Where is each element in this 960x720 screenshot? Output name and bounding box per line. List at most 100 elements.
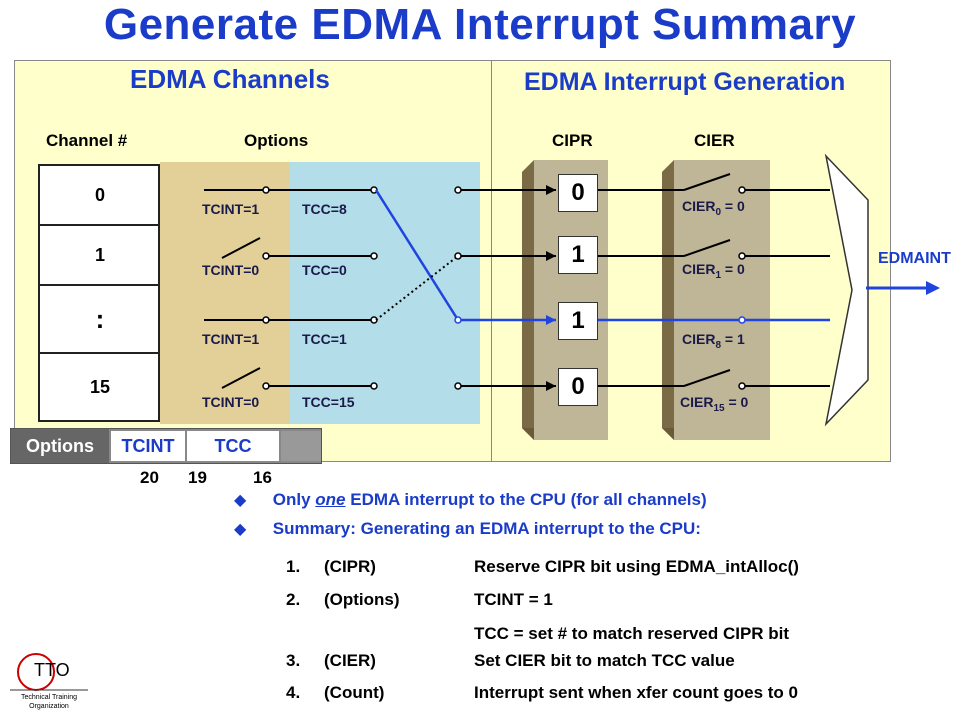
cipr-input-contact: [454, 252, 462, 260]
logo-line-1: Technical Training: [20, 694, 78, 701]
cipr-bit: 1: [558, 236, 598, 274]
cier-subscript: 1: [715, 269, 722, 281]
arrow-head: [546, 251, 556, 261]
tto-logo-graphic: [10, 653, 88, 691]
tcc-contact: [370, 252, 378, 260]
cier-switch-open: [683, 239, 731, 257]
step-tag: (CIPR): [324, 557, 376, 576]
switch-contact: [738, 252, 746, 260]
channel-cell: 15: [89, 377, 111, 397]
step-desc: Set CIER bit to match TCC value: [474, 651, 735, 670]
interrupt-generation-header: EDMA Interrupt Generation: [524, 68, 846, 96]
tcint-field: TCINT: [111, 431, 185, 461]
channel-number-label: Channel #: [46, 131, 128, 150]
arrow-head: [546, 315, 556, 325]
bullet-text: Only one EDMA interrupt to the CPU (for …: [273, 490, 707, 509]
bullet-1: ◆ Only one EDMA interrupt to the CPU (fo…: [234, 490, 707, 510]
step-desc: Reserve CIPR bit using EDMA_intAlloc(): [474, 557, 799, 576]
step-desc: TCC = set # to match reserved CIPR bit: [474, 624, 790, 643]
arrow-head: [546, 185, 556, 195]
bullet-2: ◆ Summary: Generating an EDMA interrupt …: [234, 519, 701, 539]
cier-switch-open: [683, 173, 731, 191]
arrow-head: [546, 381, 556, 391]
cier-subscript: 15: [713, 402, 725, 414]
bit-number: 19: [188, 468, 207, 487]
cier-label-0: CIER0 = 0: [682, 198, 745, 218]
page-title: Generate EDMA Interrupt Summary: [103, 0, 857, 49]
cier-subscript: 8: [715, 339, 722, 351]
cipr-input-contact: [454, 382, 462, 390]
tcc-label: TCC=8: [302, 201, 347, 217]
tcc-label: TCC=1: [302, 331, 347, 347]
tto-logo: TTO Technical Training Organization: [8, 650, 90, 714]
options-label: Options: [244, 131, 309, 150]
step-tag: (Count): [324, 683, 385, 702]
step-number: 2.: [286, 590, 301, 609]
cier-switch-open: [683, 369, 731, 387]
cier-label-15: CIER15 = 0: [680, 394, 748, 414]
cipr-bit: 0: [558, 368, 598, 406]
cier-name: CIER: [682, 198, 716, 214]
channel-cell-ellipsis: :: [40, 286, 160, 354]
cier-label-1: CIER1 = 0: [682, 261, 745, 281]
step-number: 3.: [286, 651, 301, 670]
cier-name: CIER: [682, 261, 716, 277]
edmaint-arrow-head: [926, 281, 940, 295]
cier-name: CIER: [682, 331, 716, 347]
step-number: 4.: [286, 683, 301, 702]
edmaint-label: EDMAINT: [878, 250, 951, 267]
bit-number: 20: [140, 468, 159, 487]
cipr-input-contact: [454, 316, 462, 324]
step-tag: (Options): [324, 590, 400, 609]
cier-value: = 0: [728, 394, 749, 410]
logo-text: TTO: [34, 660, 70, 680]
step-desc: TCINT = 1: [474, 590, 553, 609]
tcint-label: TCINT=0: [202, 394, 260, 410]
tcc-label: TCC=15: [302, 394, 355, 410]
channel-column: 0 1 : 15: [38, 164, 160, 422]
logo-line-2: Organization: [29, 703, 69, 710]
channel-cell: 1: [40, 226, 160, 286]
tcc-label: TCC=0: [302, 262, 347, 278]
bullet-emphasis: one: [315, 490, 346, 509]
cier-label: CIER: [694, 131, 735, 150]
options-register-label: Options: [11, 429, 109, 463]
cipr-column-side: [522, 160, 534, 440]
step-tag: (CIER): [324, 651, 376, 670]
tcint-label: TCINT=1: [202, 201, 260, 217]
cier-column: [662, 160, 770, 440]
cier-column-face: [674, 160, 770, 440]
cipr-bit: 0: [558, 174, 598, 212]
tcc8-route-line: [374, 189, 460, 321]
diamond-bullet-icon: ◆: [234, 521, 247, 538]
switch-contact: [738, 186, 746, 194]
tcint-label: TCINT=1: [202, 331, 260, 347]
bullet-text: Summary: Generating an EDMA interrupt to…: [272, 519, 701, 538]
cier-subscript: 0: [715, 206, 722, 218]
tcc-contact: [370, 382, 378, 390]
tcc-field: TCC: [187, 431, 279, 461]
switch-contact: [738, 382, 746, 390]
step-number: 1.: [286, 557, 301, 576]
cier-value: = 0: [724, 261, 745, 277]
cier-value: = 1: [724, 331, 745, 347]
bit-number: 16: [253, 468, 272, 487]
cipr-input-contact: [454, 186, 462, 194]
cier-value: = 0: [724, 198, 745, 214]
bullet-pre: Only: [272, 490, 316, 509]
step-desc: Interrupt sent when xfer count goes to 0: [474, 683, 798, 702]
cier-label-8: CIER8 = 1: [682, 331, 745, 351]
tcint-field-background: [160, 162, 290, 424]
diamond-bullet-icon: ◆: [234, 492, 247, 509]
tcint-label: TCINT=0: [202, 262, 260, 278]
edma-channels-header: EDMA Channels: [130, 64, 330, 94]
tcint-switch-open: [221, 367, 261, 389]
reserved-field: [281, 431, 321, 461]
cier-column-side: [662, 160, 674, 440]
interrupt-mux: [824, 153, 869, 427]
cipr-bit: 1: [558, 302, 598, 340]
cipr-label: CIPR: [552, 131, 593, 150]
options-register: Options TCINT TCC: [10, 428, 322, 464]
tcc1-route-line: [375, 255, 459, 321]
